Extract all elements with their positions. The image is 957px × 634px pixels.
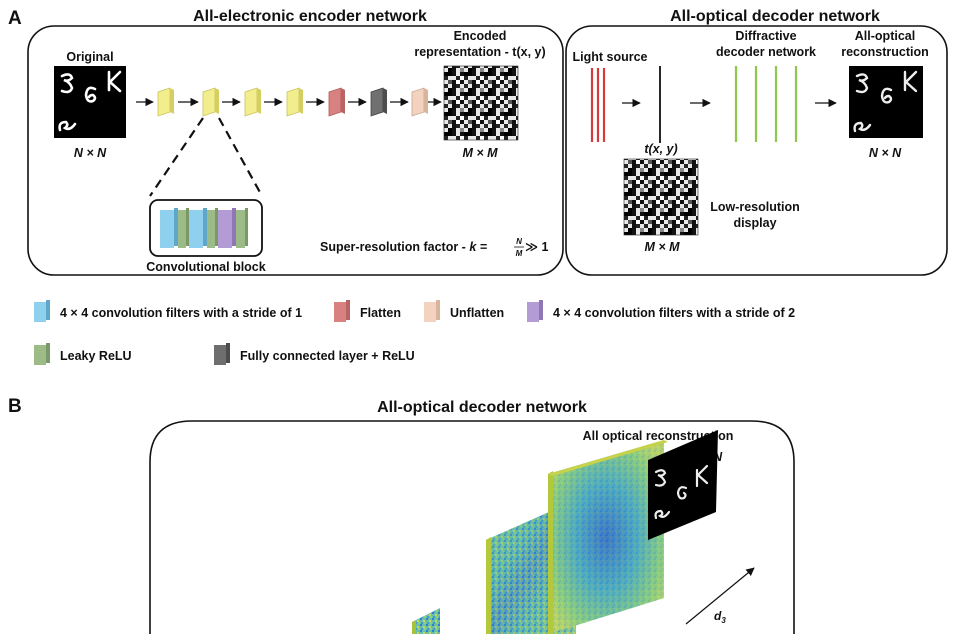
- lowres-display-image: [623, 158, 699, 236]
- distance-symbol: d: [714, 609, 722, 623]
- original-label: Original: [66, 50, 113, 64]
- distance-label: d3: [714, 609, 726, 625]
- lowres-dim: M × M: [644, 240, 680, 254]
- superres-denominator: M: [516, 249, 523, 258]
- encoder-title: All-electronic encoder network: [193, 8, 427, 25]
- legend-item-leaky-relu: Leaky ReLU: [34, 343, 132, 365]
- decoder-box: [565, 25, 948, 276]
- propagation-arrow: [685, 567, 755, 625]
- panel-label-a: A: [8, 8, 22, 29]
- legend-item-conv-stride2: 4 × 4 convolution filters with a stride …: [527, 300, 795, 322]
- zoom-line-left: [149, 117, 204, 197]
- conv-block-3: [244, 87, 261, 117]
- fully-connected-block: [370, 87, 387, 117]
- encoded-dim: M × M: [462, 146, 498, 160]
- part-b-reconstruction-image: [648, 430, 718, 540]
- panel-label-b: B: [8, 396, 22, 417]
- distance-subscript: 3: [721, 616, 726, 625]
- flatten-block: [328, 87, 345, 117]
- txy-label: t(x, y): [644, 142, 677, 156]
- legend-label-unflatten: Unflatten: [450, 306, 504, 320]
- lowres-label-line1: Low-resolution: [710, 200, 800, 214]
- legend-item-fully-connected: Fully connected layer + ReLU: [214, 343, 415, 365]
- original-dim: N × N: [74, 146, 107, 160]
- reconstruction-dim: N × N: [869, 146, 902, 160]
- conv-block-2: [202, 87, 219, 117]
- conv-block-1: [157, 87, 174, 117]
- decoder-title: All-optical decoder network: [670, 8, 880, 25]
- diffractive-label-line1: Diffractive: [735, 29, 796, 43]
- encoder-box: [27, 25, 564, 276]
- superres-prefix: Super-resolution factor -: [320, 240, 469, 254]
- legend-label-leaky-relu: Leaky ReLU: [60, 349, 132, 363]
- zoom-line-right: [218, 117, 263, 197]
- encoded-label-line1: Encoded: [454, 29, 507, 43]
- diffractive-plate-3: [548, 440, 668, 634]
- conv-block-4: [286, 87, 303, 117]
- legend-item-conv-stride1: 4 × 4 convolution filters with a stride …: [34, 300, 302, 322]
- legend-label-conv-stride1: 4 × 4 convolution filters with a stride …: [60, 306, 302, 320]
- legend-label-fully-connected: Fully connected layer + ReLU: [240, 349, 415, 363]
- reconstruction-digits: [853, 70, 918, 133]
- diffractive-layers: [734, 66, 798, 142]
- encoded-label-line2: representation - t(x, y): [414, 45, 545, 59]
- svg-text:Super-resolution factor - k =: Super-resolution factor - k =: [320, 240, 488, 254]
- diffractive-plate-1: [412, 608, 440, 634]
- part-b-title: All-optical decoder network: [377, 399, 587, 416]
- superres-suffix: ≫ 1: [525, 240, 549, 254]
- encoded-image: [443, 65, 519, 141]
- lowres-label-line2: display: [733, 216, 776, 230]
- part-b-reconstruction-label: All optical reconstruction: [583, 429, 734, 443]
- unflatten-block: [411, 87, 428, 117]
- reconstruction-label-line1: All-optical: [855, 29, 915, 43]
- conv-block-detail-frame: [149, 199, 263, 257]
- reconstruction-label-line2: reconstruction: [841, 45, 929, 59]
- conv-block-label: Convolutional block: [146, 260, 265, 274]
- superres-k: k =: [469, 240, 487, 254]
- light-source-label: Light source: [572, 50, 647, 64]
- legend-label-conv-stride2: 4 × 4 convolution filters with a stride …: [553, 306, 795, 320]
- original-digits: [58, 70, 122, 132]
- light-source-beams: [590, 68, 606, 142]
- superres-numerator: N: [516, 237, 522, 246]
- conv-block-detail-layers: [160, 208, 248, 248]
- legend: 4 × 4 convolution filters with a stride …: [34, 300, 795, 365]
- legend-item-unflatten: Unflatten: [424, 300, 504, 322]
- part-b-box: [149, 420, 795, 634]
- legend-item-flatten: Flatten: [334, 300, 401, 322]
- part-b-reconstruction-digits: [654, 464, 709, 520]
- superres-factor: Super-resolution factor - k = N M ≫ 1: [320, 237, 549, 258]
- diffractive-label-line2: decoder network: [716, 45, 816, 59]
- legend-label-flatten: Flatten: [360, 306, 401, 320]
